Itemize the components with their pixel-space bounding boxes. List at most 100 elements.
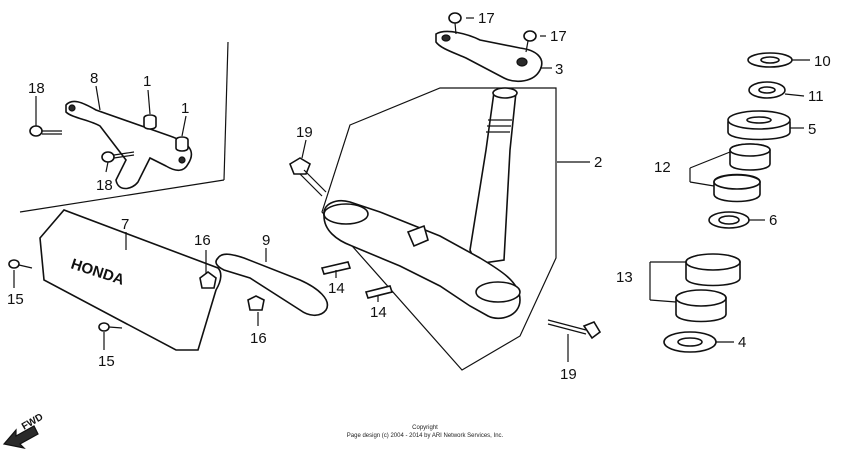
- callout-16b: 16: [250, 330, 267, 347]
- callout-16a: 16: [194, 232, 211, 249]
- leader-line: [181, 115, 187, 137]
- fwd-arrow-icon: [2, 425, 39, 449]
- callout-19b: 19: [560, 366, 577, 383]
- emblem-plate: HONDA: [39, 209, 222, 351]
- callout-9: 9: [262, 232, 270, 249]
- pin: [320, 261, 352, 275]
- fwd-arrow: FWD: [2, 412, 45, 449]
- bolt-shank: [299, 173, 323, 197]
- bearing-stack: [663, 52, 793, 353]
- bracket-hole: [68, 104, 76, 112]
- bolt-head: [523, 30, 537, 42]
- leader-line: [301, 139, 307, 159]
- bolt-head: [101, 151, 115, 163]
- screw-shank: [108, 326, 123, 329]
- meter-bracket: [65, 100, 193, 190]
- leader-line: [147, 89, 151, 115]
- leader-line: [784, 93, 805, 97]
- callout-7: 7: [121, 216, 129, 233]
- callout-2: 2: [594, 154, 602, 171]
- callout-17a: 17: [478, 10, 495, 27]
- callout-19a: 19: [296, 124, 313, 141]
- callout-12: 12: [654, 159, 671, 176]
- callout-18a: 18: [28, 80, 45, 97]
- bolt-head: [29, 125, 43, 137]
- callout-18b: 18: [96, 177, 113, 194]
- pin: [364, 285, 394, 299]
- leader-line: [649, 299, 677, 303]
- fork-clamp-right: [475, 281, 521, 303]
- holder-hole: [516, 57, 528, 67]
- upper-race-top: [713, 174, 761, 190]
- lower-race-top: [685, 253, 741, 271]
- callout-labels: 1 1 2 3 4 5 6 7 8 9 10 11 12 13 14 14 15…: [7, 10, 831, 383]
- stay-group: [199, 253, 329, 317]
- bolt-head: [289, 157, 311, 175]
- dust-seal-hole: [718, 215, 740, 225]
- meter-bracket-group: [29, 100, 193, 190]
- callout-1a: 1: [143, 73, 151, 90]
- bolt-shank: [454, 22, 457, 35]
- fork-clamp-left: [323, 203, 369, 225]
- lower-bearing-top: [675, 289, 727, 307]
- callout-4: 4: [738, 334, 746, 351]
- bolt-shank: [113, 151, 135, 156]
- screw-head: [98, 322, 110, 332]
- copyright-footer: Copyright Page design (c) 2004 - 2014 by…: [347, 425, 504, 439]
- callout-14a: 14: [328, 280, 345, 297]
- screw-shank: [18, 264, 33, 269]
- bolt-shank: [547, 319, 587, 331]
- callout-3: 3: [555, 61, 563, 78]
- bolt-head: [448, 12, 462, 24]
- bottom-bridge: [323, 200, 521, 320]
- stem-shaft: [469, 91, 517, 265]
- callout-15a: 15: [7, 291, 24, 308]
- callout-8: 8: [90, 70, 98, 87]
- emblem-body: [39, 209, 222, 351]
- copyright-line-2: Page design (c) 2004 - 2014 by ARI Netwo…: [347, 433, 504, 439]
- handle-holder-group: [435, 12, 543, 83]
- stop-tab: [406, 224, 429, 248]
- nut: [199, 271, 217, 289]
- stem-bolt-lower: [547, 319, 602, 340]
- bolt-shank: [303, 169, 327, 193]
- callout-15b: 15: [98, 353, 115, 370]
- bracket-hole: [178, 156, 186, 164]
- pins-group: [320, 261, 394, 299]
- holder-hole: [441, 34, 451, 42]
- callout-11: 11: [808, 88, 824, 105]
- leader-line: [95, 85, 101, 111]
- callout-1b: 1: [181, 100, 189, 117]
- stem-top: [492, 87, 518, 99]
- leader-line: [689, 181, 715, 187]
- stay-bracket: [215, 253, 329, 317]
- screws-group: [8, 259, 123, 332]
- rubber-cap: [143, 114, 157, 130]
- leader-line: [689, 151, 731, 169]
- callout-10: 10: [814, 53, 831, 70]
- leader-line: [105, 161, 109, 173]
- bolt-shank: [547, 323, 587, 335]
- leader-lines: [13, 17, 810, 362]
- callout-6: 6: [769, 212, 777, 229]
- inset-divider-vertical: [223, 41, 229, 181]
- inset-divider-diagonal: [19, 179, 225, 213]
- bolt-shank: [525, 40, 529, 53]
- nut: [247, 295, 265, 311]
- rubber-cap: [175, 136, 189, 152]
- lower-dust-seal-hole: [677, 337, 703, 347]
- screw-head: [8, 259, 20, 269]
- steering-stem: [323, 87, 521, 320]
- lock-nut-hole: [760, 56, 780, 64]
- callout-13: 13: [616, 269, 633, 286]
- handle-holder: [435, 30, 543, 83]
- top-cone-race-hole: [746, 116, 772, 124]
- callout-5: 5: [808, 121, 816, 138]
- callout-17b: 17: [550, 28, 567, 45]
- lock-washer-hole: [758, 86, 776, 94]
- bolt-shank: [113, 154, 135, 159]
- copyright-line-1: Copyright: [412, 425, 438, 431]
- bolt-head: [582, 321, 602, 340]
- upper-bearing-top: [729, 143, 771, 157]
